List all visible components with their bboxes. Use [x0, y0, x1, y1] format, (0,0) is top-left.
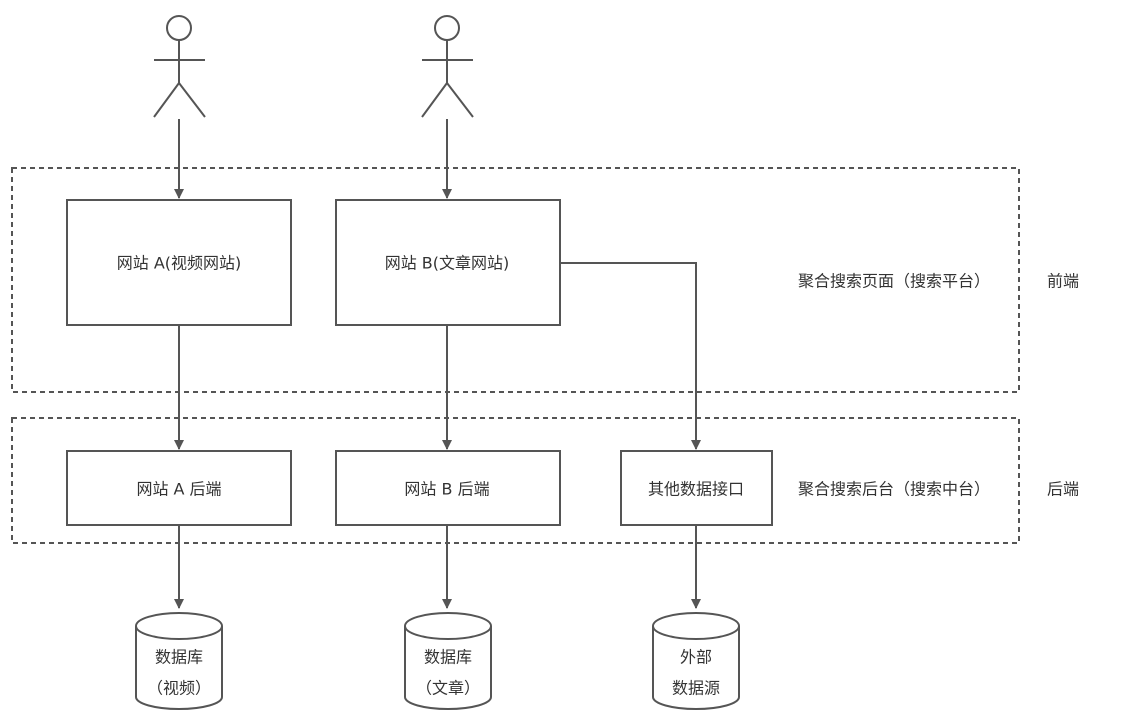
- site-b-label: 网站 B(文章网站): [385, 254, 510, 273]
- stick-figure-icon: [421, 15, 474, 118]
- site-b-backend-label: 网站 B 后端: [404, 480, 489, 499]
- other-data-api-label: 其他数据接口: [648, 480, 744, 499]
- frontend-side-label: 前端: [1047, 272, 1079, 291]
- db-article-line2: （文章）: [416, 679, 480, 698]
- stick-figure-icon: [153, 15, 206, 118]
- site-a-backend-label: 网站 A 后端: [136, 480, 221, 499]
- frontend-region-label: 聚合搜索页面（搜索平台）: [798, 272, 990, 291]
- actor-user-a: [153, 15, 206, 118]
- site-a-box: [66, 199, 292, 326]
- connector-site-b-other-data-api: [560, 262, 701, 450]
- frontend-layer-region: [11, 167, 1020, 393]
- actor-user-b: [421, 15, 474, 118]
- db-external-line2: 数据源: [672, 679, 720, 698]
- site-a-label: 网站 A(视频网站): [117, 254, 242, 273]
- db-article-cylinder: [404, 612, 492, 710]
- backend-region-label: 聚合搜索后台（搜索中台）: [798, 480, 990, 499]
- backend-side-label: 后端: [1047, 480, 1079, 499]
- db-video-cylinder: [135, 612, 223, 710]
- db-video-line1: 数据库: [155, 648, 203, 667]
- db-article-line1: 数据库: [424, 648, 472, 667]
- db-external-line1: 外部: [680, 648, 712, 667]
- db-video-line2: （视频）: [147, 679, 211, 698]
- db-external-cylinder: [652, 612, 740, 710]
